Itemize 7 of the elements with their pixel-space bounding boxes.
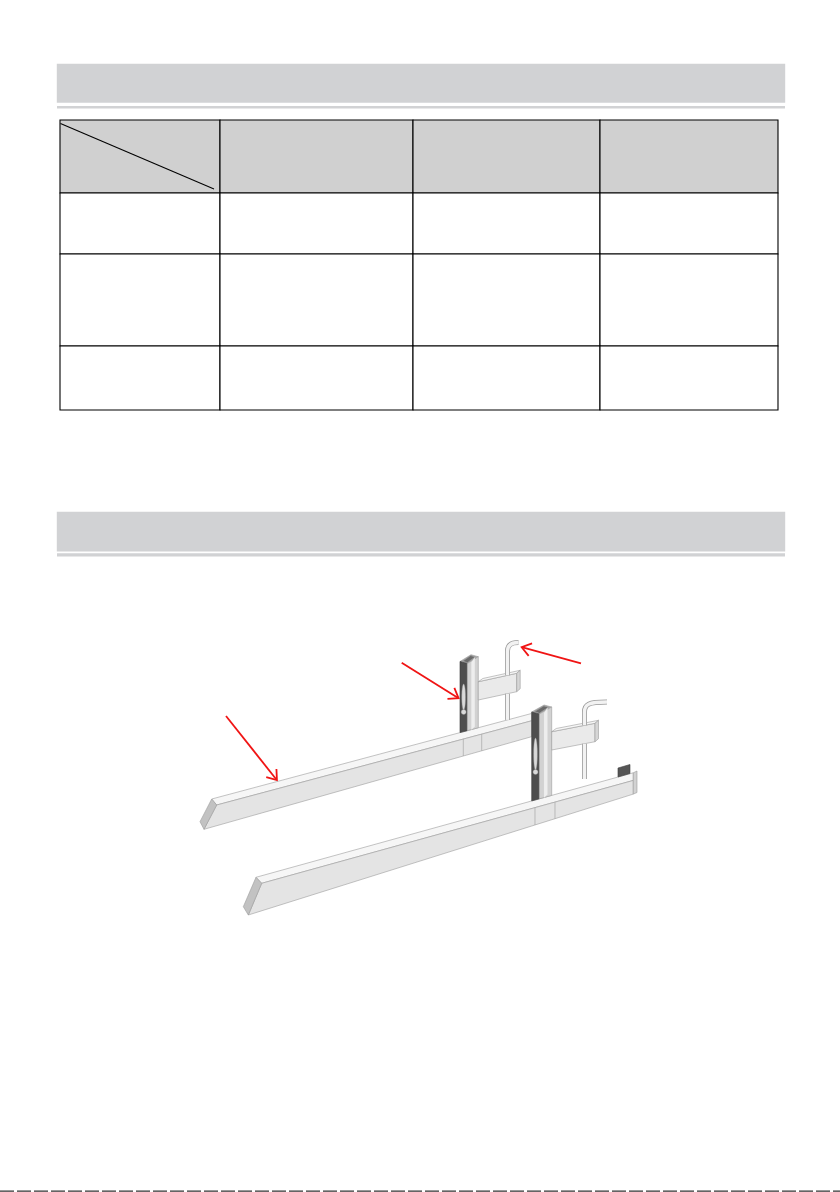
arrow: [400, 661, 460, 700]
heading-band: [56, 63, 786, 103]
slotted-post: [459, 654, 479, 733]
arrow: [520, 642, 582, 665]
fork-tine: [199, 713, 532, 830]
locking-pin: [505, 640, 519, 720]
arrow: [225, 715, 278, 782]
